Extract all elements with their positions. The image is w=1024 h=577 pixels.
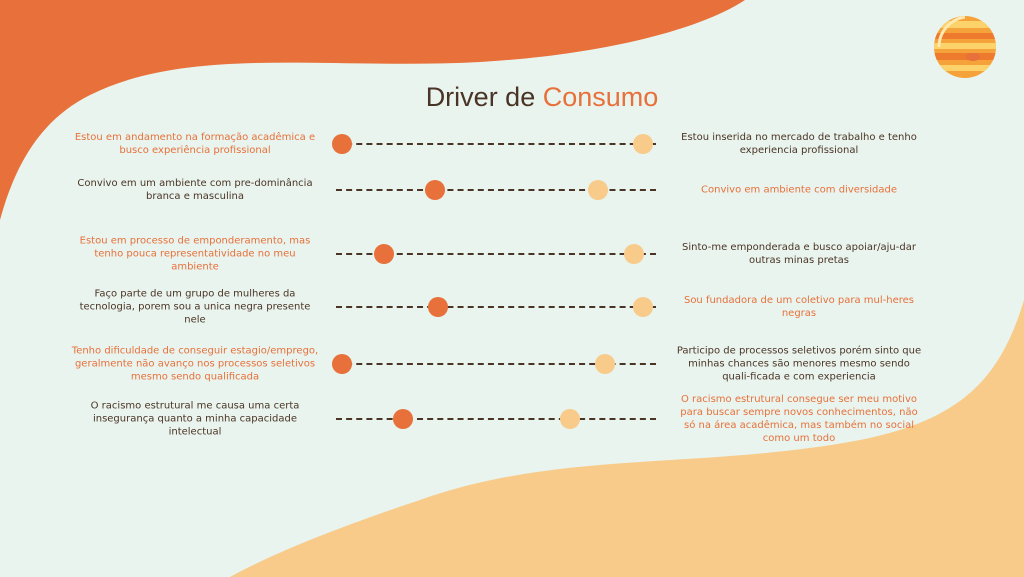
goal-state-text: Participo de processos seletivos porém s… bbox=[676, 345, 922, 383]
slider-track bbox=[336, 253, 656, 255]
bottom-right-peach-wave bbox=[230, 300, 1024, 577]
goal-state-text: Convivo em ambiente com diversidade bbox=[701, 184, 897, 196]
driver-row: Faço parte de um grupo de mulheres da te… bbox=[0, 277, 1024, 337]
goal-state-text: Estou inserida no mercado de trabalho e … bbox=[681, 132, 917, 156]
slider-track bbox=[336, 418, 656, 420]
goal-position-marker bbox=[588, 180, 609, 200]
slider-track bbox=[336, 143, 656, 145]
driver-row: Tenho dificuldade de conseguir estagio/e… bbox=[0, 334, 1024, 394]
slider-track bbox=[336, 363, 656, 365]
current-state-text: Convivo em um ambiente com pre-dominânci… bbox=[77, 178, 313, 202]
progress-slider bbox=[336, 242, 656, 266]
progress-slider bbox=[336, 178, 656, 202]
progress-slider bbox=[332, 352, 656, 376]
current-position-marker bbox=[428, 297, 449, 317]
planet-icon bbox=[934, 16, 996, 78]
current-position-marker bbox=[332, 354, 353, 374]
progress-slider bbox=[332, 132, 656, 156]
goal-position-marker bbox=[633, 134, 654, 154]
title-part-2: Consumo bbox=[542, 82, 659, 112]
current-state-text: O racismo estrutural me causa uma certa … bbox=[90, 400, 300, 438]
current-position-marker bbox=[393, 409, 414, 429]
goal-position-marker bbox=[559, 409, 580, 429]
page-title: Driver de Consumo bbox=[0, 82, 1024, 113]
driver-row: Convivo em um ambiente com pre-dominânci… bbox=[0, 160, 1024, 220]
goal-position-marker bbox=[623, 244, 644, 264]
current-position-marker bbox=[425, 180, 446, 200]
progress-slider bbox=[336, 295, 656, 319]
driver-row: Estou em processo de emponderamento, mas… bbox=[0, 224, 1024, 284]
current-state-text: Faço parte de um grupo de mulheres da te… bbox=[79, 288, 311, 326]
top-left-orange-wave bbox=[0, 0, 745, 220]
goal-state-text: Sou fundadora de um coletivo para mul-he… bbox=[683, 295, 915, 319]
current-state-text: Tenho dificuldade de conseguir estagio/e… bbox=[71, 345, 319, 383]
current-state-text: Estou em processo de emponderamento, mas… bbox=[79, 235, 311, 273]
slider-track bbox=[336, 189, 656, 191]
goal-state-text: Sinto-me emponderada e busco apoiar/aju-… bbox=[682, 242, 916, 266]
current-position-marker bbox=[332, 134, 353, 154]
goal-position-marker bbox=[633, 297, 654, 317]
title-part-1: Driver de bbox=[425, 82, 536, 112]
current-state-text: Estou em andamento na formação acadêmica… bbox=[74, 132, 316, 156]
slider-track bbox=[336, 306, 656, 308]
goal-state-text: O racismo estrutural consegue ser meu mo… bbox=[680, 394, 918, 444]
current-position-marker bbox=[374, 244, 394, 264]
driver-row: Estou em andamento na formação acadêmica… bbox=[0, 114, 1024, 174]
goal-position-marker bbox=[594, 354, 615, 374]
progress-slider bbox=[336, 407, 656, 431]
driver-row: O racismo estrutural me causa uma certa … bbox=[0, 389, 1024, 449]
